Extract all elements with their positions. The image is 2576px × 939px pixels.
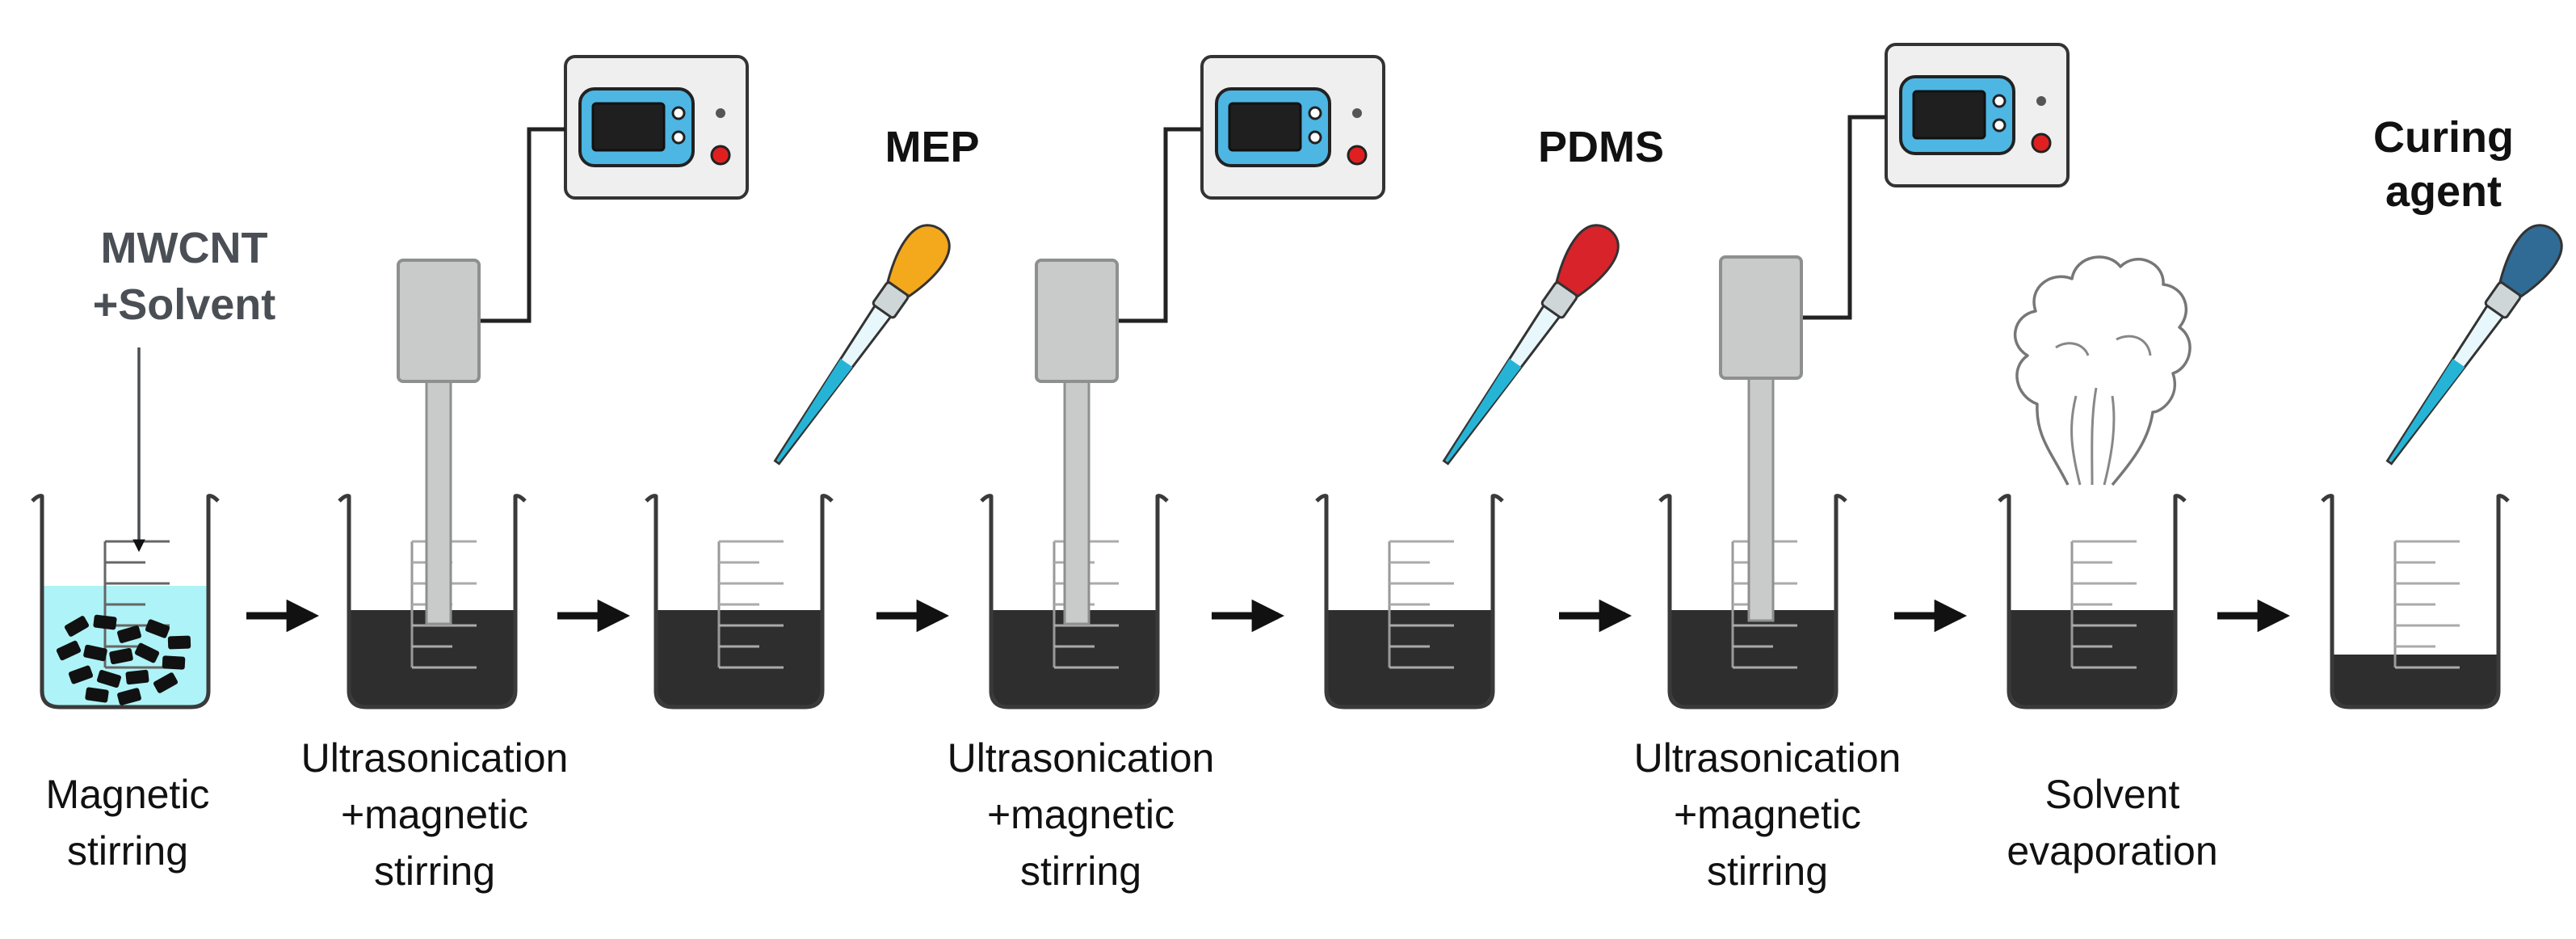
beaker-icon: [1658, 494, 1847, 710]
curing-label: Curing: [2373, 113, 2514, 162]
agent-label: agent: [2385, 167, 2502, 216]
particle-icon: [109, 647, 133, 665]
beaker-liquid: [351, 610, 514, 705]
sonicator-probe-icon: [1719, 115, 1886, 622]
beaker-icon: [1998, 494, 2187, 710]
particle-icon: [167, 635, 191, 650]
particle-icon: [134, 642, 160, 663]
caption-ultra2-2: +magnetic: [987, 792, 1175, 837]
caption-ultra3-3: stirring: [1707, 848, 1828, 894]
caption-solvent-1: Solvent: [2045, 772, 2180, 817]
particle-icon: [117, 625, 141, 643]
caption-ultra1-2: +magnetic: [341, 792, 528, 837]
particle-icon: [64, 616, 90, 637]
caption-ultra1-1: Ultrasonication: [301, 735, 569, 781]
caption-ultra3-2: +magnetic: [1674, 792, 1861, 837]
particle-icon: [68, 665, 94, 684]
pdms-label: PDMS: [1538, 123, 1664, 171]
beaker-liquid: [1671, 610, 1834, 705]
dropper-icon: [773, 224, 951, 465]
caption-ultra2-3: stirring: [1020, 848, 1141, 894]
mep-label: MEP: [885, 123, 979, 171]
particle-icon: [117, 688, 141, 705]
beaker-icon: [1315, 494, 1504, 710]
caption-magnetic-2: stirring: [67, 828, 188, 874]
caption-ultra2-1: Ultrasonication: [948, 735, 1215, 781]
vapor-cloud-icon: [2013, 255, 2191, 486]
beaker-liquid: [658, 610, 821, 705]
particle-icon: [93, 614, 117, 630]
particle-icon: [83, 644, 107, 662]
beaker-liquid: [1328, 610, 1491, 705]
particle-icon: [162, 655, 186, 670]
beaker-icon: [980, 494, 1169, 710]
sonicator-probe-icon: [1035, 127, 1202, 625]
caption-ultra1-3: stirring: [374, 848, 495, 894]
caption-ultra3-1: Ultrasonication: [1634, 735, 1902, 781]
particle-icon: [145, 619, 170, 638]
particle-icon: [56, 640, 82, 661]
dropper-icon: [2385, 224, 2563, 465]
sonicator-probe-icon: [397, 127, 565, 625]
caption-solvent-2: evaporation: [2007, 828, 2217, 874]
particle-icon: [85, 687, 109, 703]
beaker-icon: [2321, 494, 2510, 710]
particle-icon: [97, 670, 121, 688]
ultrasonic-generator-icon: [564, 55, 749, 200]
beaker-liquid: [2011, 610, 2174, 705]
mwcnt-label: MWCNT: [101, 224, 268, 272]
beaker-icon: [645, 494, 834, 710]
beaker-liquid: [2334, 655, 2497, 705]
ultrasonic-generator-icon: [1200, 55, 1385, 200]
ultrasonic-generator-icon: [1885, 43, 2070, 187]
solvent-label: +Solvent: [93, 280, 276, 329]
caption-magnetic-1: Magnetic: [46, 772, 210, 817]
beaker-icon: [31, 494, 220, 710]
beaker-liquid: [993, 610, 1156, 705]
dropper-icon: [1442, 224, 1620, 465]
particle-icon: [125, 669, 149, 685]
particle-icon: [153, 672, 179, 693]
